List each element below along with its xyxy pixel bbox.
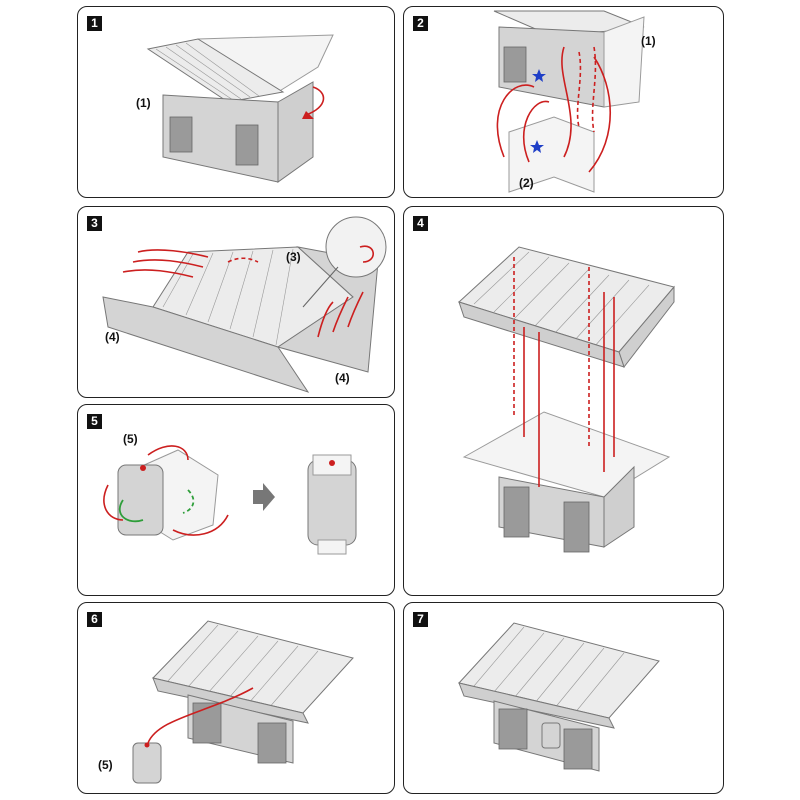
fold-arrow [359,245,374,263]
step-panel-5: 5 (5) [77,404,395,596]
step-number-badge: 5 [87,414,102,429]
roof-piece [152,620,354,714]
step-panel-3: 3 (3) (4) (4) [77,206,395,398]
plaque-dot [140,465,146,471]
gate-door-right [235,124,259,166]
roof-piece [458,622,660,719]
fold-arrow [103,484,124,521]
roof-tiles [473,251,650,348]
base-top-flaps [462,411,671,498]
gate-door-left [503,486,530,538]
fold-arrow [347,291,364,328]
step-panel-6: 6 (5) [77,602,395,794]
fold-arrow [305,86,325,116]
roof-tiles [162,248,294,346]
insert-arrow [496,84,535,158]
step-number-badge: 6 [87,612,102,627]
gate-door-right [257,722,287,764]
star-icon [532,69,546,82]
step-number-badge: 3 [87,216,102,231]
insert-arrow [588,56,612,173]
part-label: (2) [519,176,534,190]
roof-piece [146,38,285,103]
step-6-illustration: (5) [98,620,354,784]
plaque-folded [132,742,162,784]
insert-arrow [523,100,550,163]
gate-door-left [498,708,528,750]
gate-door-left [169,116,193,153]
roof-eave [458,301,625,368]
step-1-illustration: (1) [136,34,334,183]
insert-arrow [561,46,572,158]
part-label: (5) [98,758,113,772]
part-label: (5) [123,432,138,446]
fold-arrow [332,296,349,333]
fold-arrow-green-dashed [182,489,195,514]
roof-eave [152,677,309,724]
roof-edge-tabs [102,296,310,393]
fold-arrow [137,249,209,258]
fold-arrow [317,301,334,338]
detail-magnifier [325,216,387,278]
roof-eave [458,682,615,729]
fold-arrow [172,514,229,536]
plaque-dot [144,742,150,748]
fold-arrow [132,259,204,268]
side-panel [603,16,645,108]
roof-tiles [155,42,260,101]
step-panel-4: 4 [403,206,724,596]
plaque-front [117,464,164,536]
gate-door-left [192,702,222,744]
part-label: (4) [335,371,350,385]
hidden-path-arrow [227,257,259,263]
fold-arrow [147,445,189,461]
detail-pointer [302,266,339,308]
step-4-illustration [458,246,675,553]
step-number-badge: 1 [87,16,102,31]
part-label: (4) [105,330,120,344]
roof-tiles [473,626,625,715]
plaque-dot [329,460,335,466]
plaque-base [317,539,347,555]
insert-arrow [147,687,254,744]
step-panel-2: 2 (1) (2) [403,6,724,198]
step-3-illustration: (3) (4) (4) [102,216,387,393]
step-number-badge: 4 [413,216,428,231]
plaque-installed [541,722,561,749]
part-label: (3) [286,250,301,264]
part-label: (1) [641,34,656,48]
gate-door [503,46,527,83]
roof-tiles [167,624,319,710]
arrow-right-icon [253,483,275,511]
step-number-badge: 7 [413,612,428,627]
gate-side [603,465,635,548]
gate-door-right [563,728,593,770]
gate-side [277,81,314,183]
hidden-path-arrow [576,51,582,128]
fold-arrow-green [118,499,144,523]
part-label: (1) [136,96,151,110]
step-panel-1: 1 (1) [77,6,395,198]
fold-arrow [122,269,194,278]
step-panel-7: 7 [403,602,724,794]
inner-box [508,116,595,193]
step-7-illustration [458,622,660,772]
star-icon [530,140,544,153]
arrow-head [302,111,314,119]
hidden-path-arrow [591,46,597,133]
step-5-illustration: (5) [103,432,357,555]
step-number-badge: 2 [413,16,428,31]
gate-door-right [563,501,590,553]
step-2-illustration: (1) (2) [493,10,656,193]
